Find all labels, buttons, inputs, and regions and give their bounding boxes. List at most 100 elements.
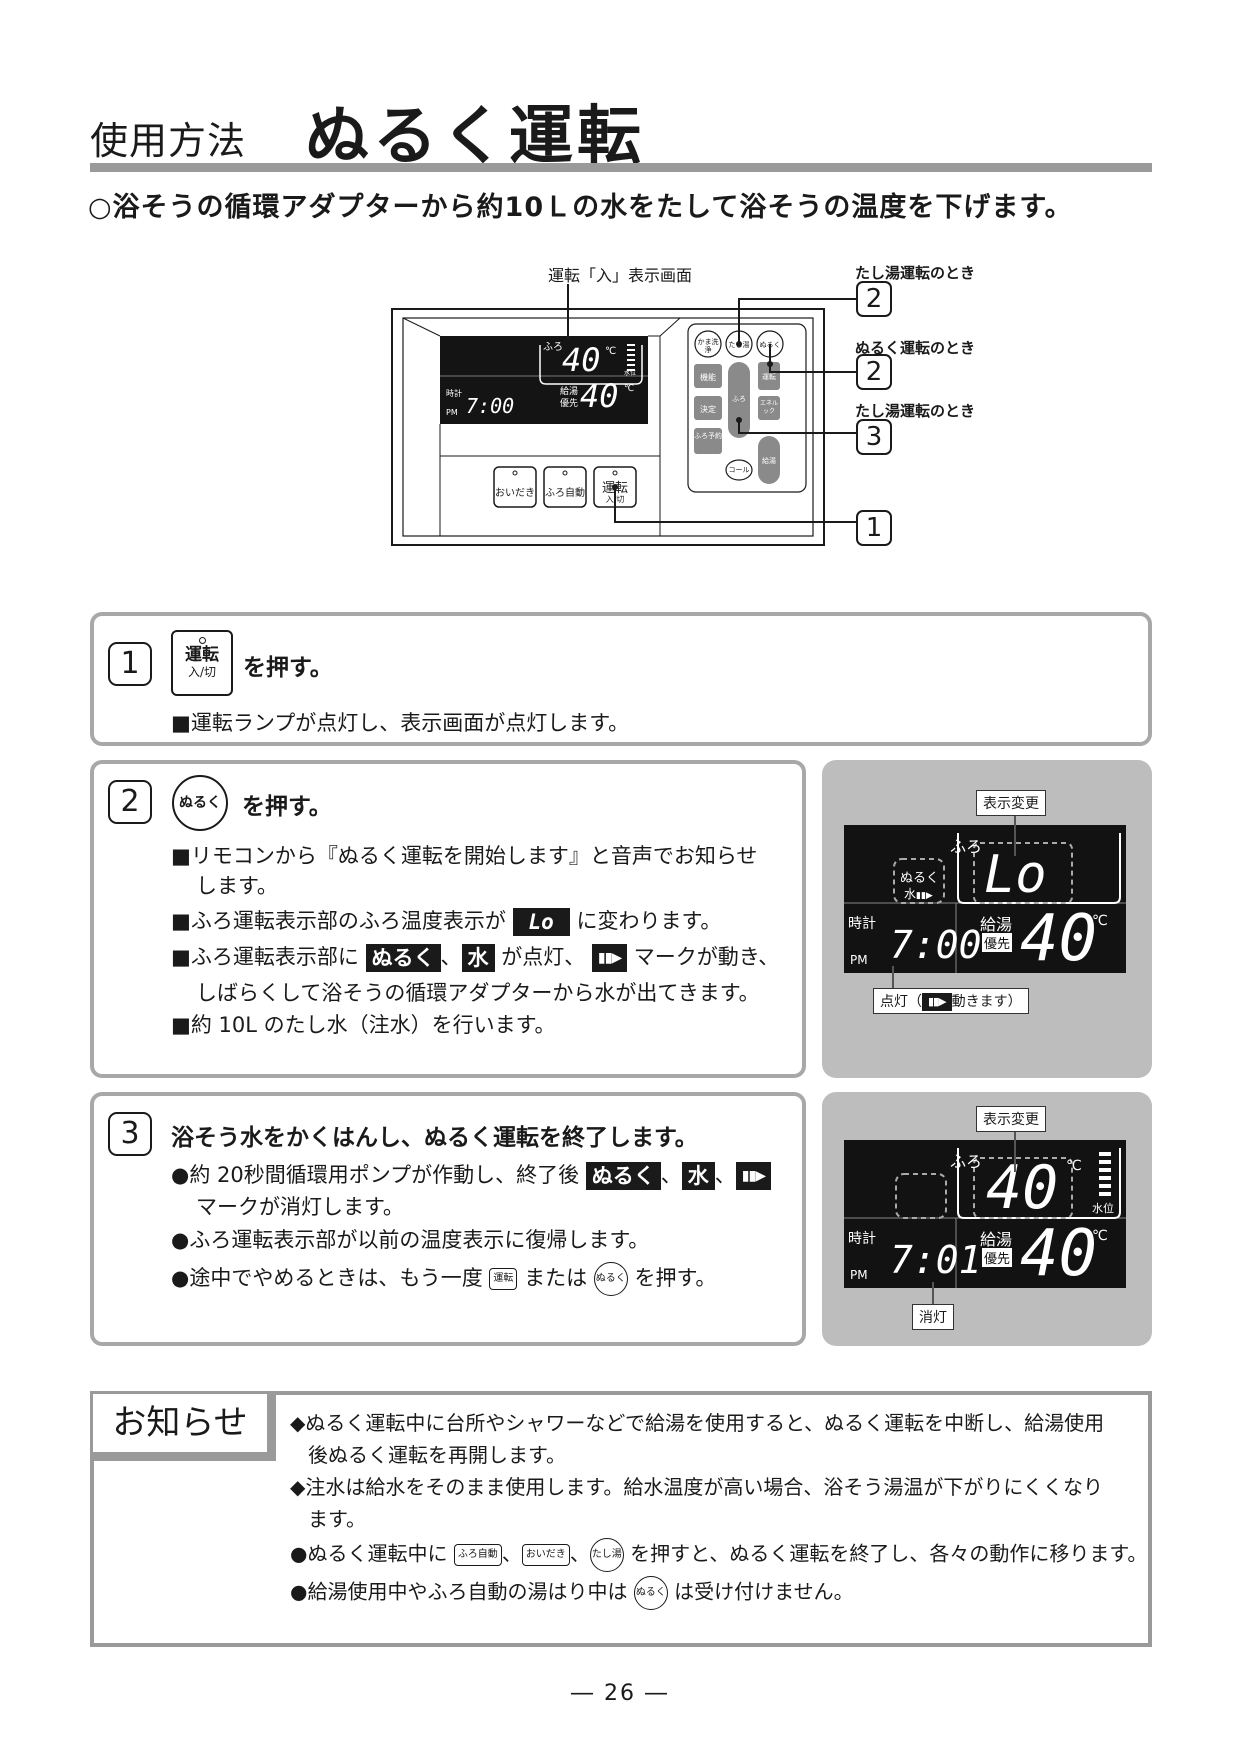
step-2-lcd-furo: ふろ [950,837,983,856]
step-3-lcd-kyuto: 給湯 [980,1230,1013,1249]
notice-line-2: ◆注水は給水をそのまま使用します。給水温度が高い場合、浴そう湯温が下がりにくくな… [290,1475,1103,1499]
step-2-action: を押す。 [242,794,332,820]
callout-number-3: 3 [856,419,892,455]
separator: 、 [660,1163,682,1187]
lcd-kyuto: 給湯 [560,387,579,397]
step-3-number: 3 [108,1112,152,1156]
step-3-line-3b: を押す。 [634,1266,717,1290]
run-lamp-icon [198,637,206,644]
notice-tag: お知らせ [90,1391,270,1455]
water-indicator: 水 [681,1162,715,1190]
step-3-line-3: ●途中でやめるときは、もう一度 運転 または ぬるく を押す。 [171,1262,716,1296]
run-button-label: 運転 [185,645,219,665]
flow-arrow-icon: ▮▮▶ [735,1162,771,1190]
step-2-line-4: ■約 10L のたし水（注水）を行います。 [171,1013,556,1037]
title-divider [90,163,1152,172]
illus-furo-auto-button: ふろ自動 [545,488,585,499]
notice-box [90,1391,1152,1647]
step-1-number: 1 [108,642,152,686]
step-3-lcd: ふろ 40 ℃ 水位 時計 PM 7:01 給湯 優先 40 ℃ [844,1140,1126,1288]
lcd-deg-1: ℃ [605,346,617,357]
notice-line-1b: 後ぬるく運転を再開します。 [308,1443,566,1467]
step-2-tag-leader-bottom [892,966,894,988]
step-3-line-2: ●ふろ運転表示部が以前の温度表示に復帰します。 [171,1228,650,1252]
callout-label-1: たし湯運転のとき [855,264,976,282]
step-3-tag-leader-bottom [932,1282,934,1304]
step-3-lcd-bath-temp: 40 [986,1153,1059,1223]
step-2-lcd-nuruku: ぬるく [900,871,940,886]
step-2-number: 2 [108,780,152,824]
nuruku-button-icon: ぬるく [633,1576,668,1610]
illus-kama-button: かま洗浄 [697,338,719,354]
step-2-lcd: ふろ ぬるく 水▮▮▶ Lo 時計 PM 7:00 給湯 優先 40 ℃ [844,825,1126,973]
callout-label-2: ぬるく運転のとき [855,339,976,357]
step-2-tag-leader-top [1014,812,1016,856]
page-title: ぬるく運転 [305,100,645,174]
step-3-box [90,1092,806,1346]
step-3-lcd-deg-1: ℃ [1066,1158,1082,1174]
section-label: 使用方法 [90,119,247,163]
callout-label-3: たし湯運転のとき [855,402,976,420]
nuruku-indicator: ぬるく [585,1162,661,1190]
step-2-line-2b: に変わります。 [576,909,722,933]
notice-line-3: ●ぬるく運転中に ふろ自動、おいだき、たし湯 を押すと、ぬるく運転を終了し、各々… [290,1538,1147,1572]
step-2-lcd-yusen: 優先 [982,933,1013,952]
lead-text: ○浴そうの循環アダプターから約10Ｌの水をたして浴そうの温度を下げます。 [88,192,1073,223]
callout-number-4: 1 [856,510,892,546]
step-3-lcd-pm: PM [850,1268,868,1282]
run-button-sublabel: 入/切 [187,665,217,679]
step-3-display-change-tag: 表示変更 [976,1106,1046,1132]
illus-furo-key: ふろ [732,395,746,403]
illus-call-button: コール [728,466,750,474]
illus-run-button: 運転 [601,481,628,496]
notice-line-3a: ●ぬるく運転中に [290,1541,448,1566]
step-2-lcd-kyuto: 給湯 [980,915,1013,934]
illus-eco-button: エネルック [759,400,778,415]
furo-auto-button-icon: ふろ自動 [453,1544,502,1566]
oidaki-button-icon: おいだき [521,1544,570,1566]
step-1-note: ■運転ランプが点灯し、表示画面が点灯します。 [171,711,630,735]
lcd-pm: PM [446,408,458,417]
separator: 、 [714,1163,736,1187]
step-3-lcd-clock-label: 時計 [848,1231,876,1247]
run-button-icon: 運転 入/切 [171,630,233,696]
nuruku-indicator: ぬるく [365,944,441,972]
step-1-action: を押す。 [243,655,333,681]
nuruku-button-icon: ぬるく [593,1262,628,1296]
separator: 、 [440,945,462,969]
step-3-line-3a: ●途中でやめるときは、もう一度 [171,1266,483,1290]
lcd-yusen: 優先 [560,399,579,409]
step-3-line-1b: マークが消灯します。 [196,1195,404,1219]
step-2-line-1a: ■リモコンから『ぬるく運転を開始します』と音声でお知らせ [171,844,758,868]
step-3-lcd-yusen: 優先 [982,1248,1013,1267]
step-3-lcd-deg-2: ℃ [1092,1228,1108,1244]
separator: 、 [569,1541,590,1566]
step-2-line-1b: します。 [196,874,278,898]
lo-indicator: Lo [512,908,570,936]
run-button-icon: 運転 [489,1268,518,1290]
notice-line-4: ●給湯使用中やふろ自動の湯はり中は ぬるく は受け付けません。 [290,1576,854,1610]
step-2-line-2: ■ふろ運転表示部のふろ温度表示が Lo に変わります。 [171,906,721,936]
notice-tag-shadow: お知らせ [90,1391,276,1461]
illus-kyuto-key: 給湯 [762,457,776,465]
flow-arrow-icon: ▮▮▶ [591,944,628,972]
notice-line-4b: は受け付けません。 [674,1579,854,1604]
step-2-lcd-mizu: 水▮▮▶ [904,887,933,901]
separator: 、 [501,1541,522,1566]
illus-nuruku-button: ぬるく [759,341,781,349]
lcd-furo-label: ふろ [543,342,563,353]
nuruku-button-icon: ぬるく [172,775,228,831]
step-2-lcd-pm: PM [850,953,868,967]
step-2-line-2a: ■ふろ運転表示部のふろ温度表示が [171,909,506,933]
step-2-line-3a: ■ふろ運転表示部に [171,945,359,969]
lcd-hot-temp: 40 [580,377,619,415]
callout-number-2: 2 [856,354,892,390]
step-2-line-3b: が点灯、 [501,945,586,969]
step-2-line-3d: しばらくして浴そうの循環アダプターから水が出てきます。 [196,981,760,1005]
step-2-display-change-tag: 表示変更 [976,790,1046,816]
remote-drawing [391,284,865,546]
lcd-clock-label: 時計 [446,389,462,398]
step-3-lcd-graphics [844,1148,1126,1288]
step-3-heading: 浴そう水をかくはんし、ぬるく運転を終了します。 [171,1125,698,1151]
step-2-lcd-clock-label: 時計 [848,916,876,932]
